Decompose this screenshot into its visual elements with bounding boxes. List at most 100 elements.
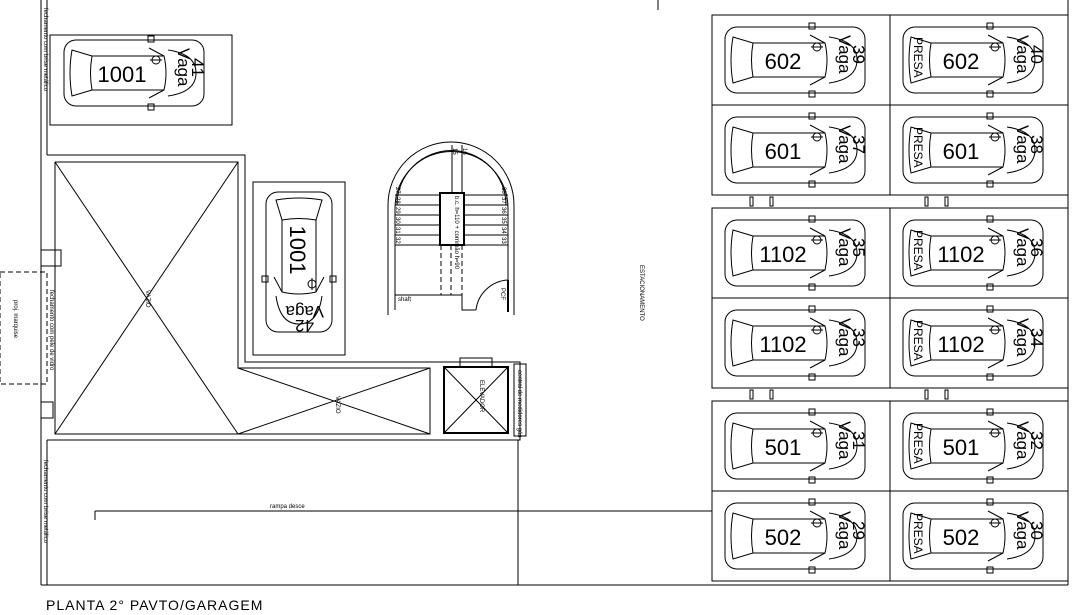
building-outline: [40, 0, 1069, 586]
presa-label: PRESA: [911, 230, 925, 271]
step-number: 38: [500, 187, 506, 194]
unit-number: 1102: [937, 332, 984, 357]
unit-number: 501: [765, 435, 802, 460]
vaga-number: 31: [849, 431, 868, 450]
brise-label-bottom: fechamento com brise metálico: [42, 460, 48, 544]
vaga-number: 30: [1027, 521, 1046, 540]
car-icon: [63, 35, 205, 111]
unit-number: 1102: [759, 242, 806, 267]
car-icon: [902, 498, 1044, 574]
vazio-label-2: VAZIO: [334, 396, 340, 414]
ramp-label: rampa desce: [270, 504, 305, 510]
car-icon: [902, 215, 1044, 291]
car-icon: [724, 112, 866, 188]
elevator-label: ELEVADOR: [478, 380, 484, 413]
vaga-label: Vaga: [835, 35, 854, 74]
car-icon: [724, 22, 866, 98]
step-number: 15: [451, 148, 457, 155]
void-area-1: [47, 154, 521, 441]
vaga-number: 34: [1027, 328, 1046, 347]
vaga-label: Vaga: [285, 302, 324, 321]
car-icon: [261, 191, 337, 333]
drawing-title: PLANTA 2° PAVTO/GARAGEM: [46, 597, 263, 613]
step-number: 33: [500, 237, 506, 244]
vaga-label: Vaga: [174, 48, 193, 87]
vaga-label: Vaga: [835, 421, 854, 460]
car-icon: [902, 305, 1044, 381]
car-icon: [724, 498, 866, 574]
vaga-number: 41: [188, 58, 207, 77]
step-number: 16: [461, 148, 467, 155]
vaga-number: 36: [1027, 238, 1046, 257]
presa-label: PRESA: [911, 320, 925, 361]
car-icon: [902, 22, 1044, 98]
vaga-number: 40: [1027, 45, 1046, 64]
vaga-number: 32: [1027, 431, 1046, 450]
unit-number: 601: [943, 139, 980, 164]
car-icon: [724, 215, 866, 291]
step-number: 36: [500, 207, 506, 214]
marquise-label: proj. marquise: [12, 300, 18, 339]
unit-number: 502: [765, 525, 802, 550]
unit-number: 602: [765, 49, 802, 74]
brise-label-top: fechamento com brise metálico: [42, 8, 48, 92]
vazio-label-1: VAZIO: [144, 290, 150, 308]
step-number: 34: [500, 227, 506, 234]
vaga-label: Vaga: [835, 125, 854, 164]
vaga-number: 39: [849, 45, 868, 64]
vaga-label: Vaga: [835, 228, 854, 267]
vaga-label: Vaga: [1013, 511, 1032, 550]
unit-number: 1102: [937, 242, 984, 267]
vaga-label: Vaga: [1013, 125, 1032, 164]
step-number: 30: [394, 217, 400, 224]
vaga-number: 38: [1027, 135, 1046, 154]
car-icon: [902, 112, 1044, 188]
unit-number: 501: [943, 435, 980, 460]
car-icon: [724, 408, 866, 484]
unit-number: 1102: [759, 332, 806, 357]
step-number: 31: [394, 227, 400, 234]
vaga-number: 29: [849, 521, 868, 540]
step-number: 37: [500, 197, 506, 204]
presa-label: PRESA: [911, 513, 925, 554]
spot-box-42: [252, 181, 346, 356]
pcf-door-label: PCF: [499, 288, 505, 300]
car-icon: [902, 408, 1044, 484]
presa-label: PRESA: [911, 37, 925, 78]
marquise-projection: [0, 271, 48, 385]
step-number: 29: [394, 207, 400, 214]
unit-number: 602: [943, 49, 980, 74]
unit-number: 1001: [285, 226, 310, 275]
vaga-number: 35: [849, 238, 868, 257]
vaga-number: 42: [295, 316, 314, 335]
unit-number: 1001: [98, 62, 147, 87]
elevator: [443, 357, 509, 434]
vaga-label: Vaga: [1013, 35, 1032, 74]
unit-number: 502: [943, 525, 980, 550]
car-icon: [724, 305, 866, 381]
staircase: [387, 141, 515, 315]
presa-label: PRESA: [911, 423, 925, 464]
step-number: 32: [394, 237, 400, 244]
step-number: 35: [500, 217, 506, 224]
vaga-number: 33: [849, 328, 868, 347]
pele-vidro-label: fechamento com pele de vidro: [48, 290, 54, 371]
shaft-label: shaft: [398, 297, 411, 303]
handrail-label: b.c. h=110 + corrimão h=90: [453, 196, 459, 270]
vaga-label: Vaga: [1013, 318, 1032, 357]
